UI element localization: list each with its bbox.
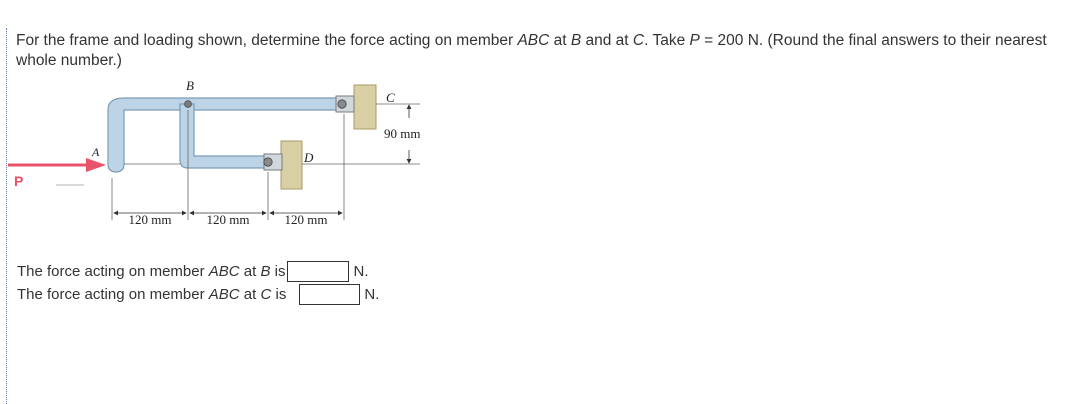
unit-label-b: N. bbox=[353, 262, 369, 280]
dim-label-90mm: 90 mm bbox=[384, 126, 420, 141]
label-b: B bbox=[186, 78, 194, 93]
answer-text-part: is bbox=[270, 262, 286, 280]
dim-label-span-1: 120 mm bbox=[129, 212, 172, 227]
label-d: D bbox=[303, 150, 314, 165]
force-b-input[interactable] bbox=[287, 260, 350, 282]
question-text: For the frame and loading shown, determi… bbox=[16, 31, 1074, 71]
answer-point: C bbox=[260, 285, 272, 303]
question-text-part: at bbox=[549, 32, 571, 49]
frame-diagram: B C D A P 90 mm 120 mm 120 mm 120 mm bbox=[8, 78, 420, 227]
answer-text-part: at bbox=[239, 262, 261, 280]
label-c: C bbox=[386, 90, 395, 105]
question-p-symbol: P bbox=[689, 32, 700, 49]
question-text-part: . Take bbox=[644, 32, 690, 49]
pin-b-icon bbox=[184, 100, 192, 108]
answer-row-b: The force acting on member ABC at B is N… bbox=[17, 260, 368, 282]
member-bd bbox=[179, 103, 275, 169]
answer-text-part: The force acting on member bbox=[17, 262, 209, 280]
answer-row-c: The force acting on member ABC at C is N… bbox=[17, 283, 379, 305]
question-point-c: C bbox=[632, 32, 645, 49]
wall-support-c bbox=[353, 84, 377, 130]
frame-figure: B C D A P 90 mm 120 mm 120 mm 120 mm bbox=[0, 72, 480, 252]
pin-c-icon bbox=[337, 99, 347, 109]
wall-support-d bbox=[280, 140, 303, 190]
answer-member: ABC bbox=[208, 285, 240, 303]
left-dotted-rule bbox=[6, 28, 7, 404]
answer-point: B bbox=[260, 262, 271, 280]
unit-label-c: N. bbox=[364, 285, 380, 303]
answer-text-part: The force acting on member bbox=[17, 285, 209, 303]
label-p: P bbox=[14, 173, 23, 189]
answer-text-part: is bbox=[271, 285, 287, 303]
dim-label-span-2: 120 mm bbox=[207, 212, 250, 227]
force-c-input[interactable] bbox=[299, 283, 361, 305]
dim-label-span-3: 120 mm bbox=[285, 212, 328, 227]
pin-d-icon bbox=[263, 157, 273, 167]
answer-member: ABC bbox=[208, 262, 240, 280]
question-text-part: and at bbox=[581, 32, 633, 49]
answer-label-c: The force acting on member ABC at C is bbox=[17, 286, 286, 303]
question-text-part: = 200 N. (Round the final answers to the… bbox=[16, 32, 1047, 69]
question-point-b: B bbox=[570, 32, 582, 49]
question-member-label: ABC bbox=[517, 32, 550, 49]
answer-label-b: The force acting on member ABC at B is bbox=[17, 263, 285, 280]
label-a: A bbox=[91, 145, 100, 159]
force-p-arrowhead-icon bbox=[86, 158, 106, 172]
answer-text-part: at bbox=[239, 285, 261, 303]
member-abc bbox=[107, 97, 347, 173]
question-text-part: For the frame and loading shown, determi… bbox=[16, 32, 518, 49]
